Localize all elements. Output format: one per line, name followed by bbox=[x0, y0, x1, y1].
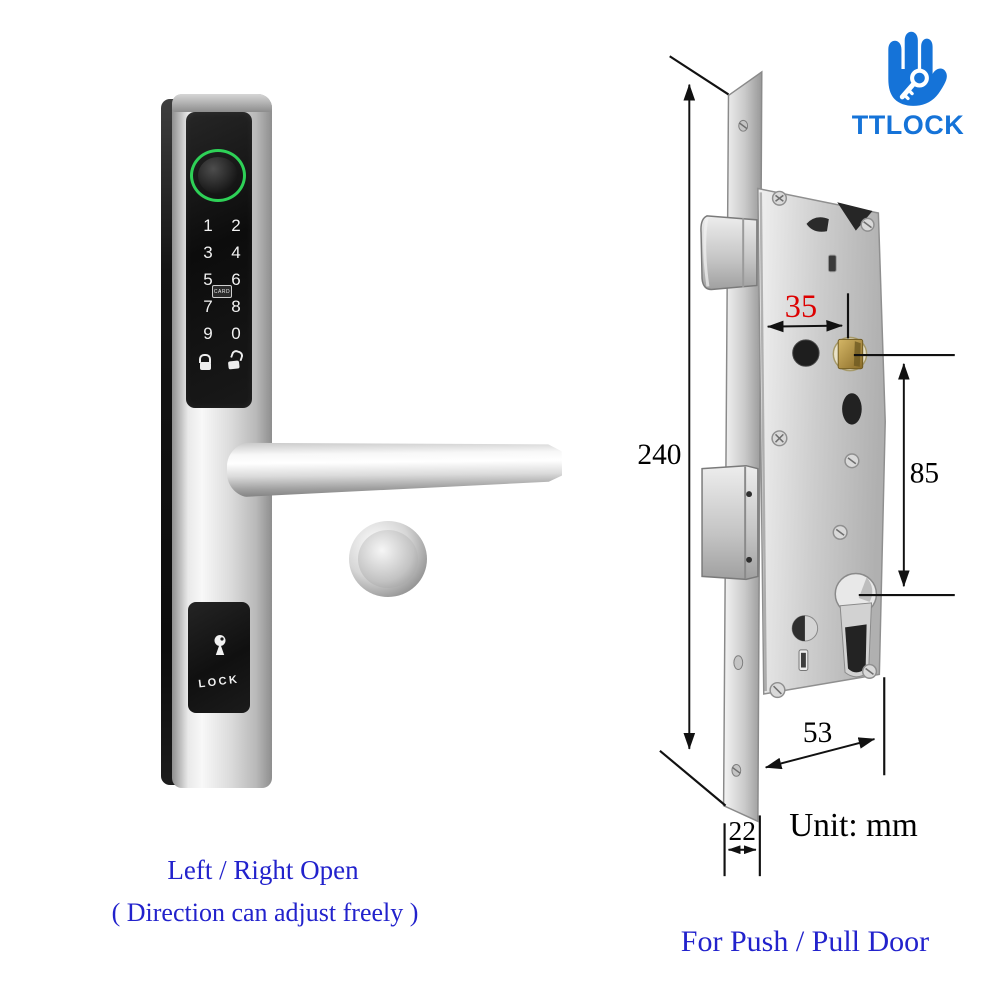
dim-total-height-label: 240 bbox=[637, 439, 681, 471]
key-2: 2 bbox=[231, 215, 241, 235]
keyhole-icon bbox=[214, 635, 226, 655]
key-1: 1 bbox=[203, 215, 213, 235]
touch-keypad-panel: 1 2 3 4 5 6 7 8 9 0 CARD bbox=[186, 112, 252, 408]
faceplate bbox=[722, 70, 763, 823]
caption-direction-adjust: ( Direction can adjust freely ) bbox=[111, 898, 419, 927]
smart-lock-product: 1 2 3 4 5 6 7 8 9 0 CARD bbox=[161, 94, 427, 788]
dim-faceplate-width-label: 22 bbox=[729, 816, 756, 846]
fixing-hole bbox=[792, 339, 820, 367]
dim-35-line bbox=[766, 320, 843, 333]
key-5: 5 bbox=[203, 269, 213, 289]
number-keypad: 1 2 3 4 5 6 7 8 9 0 bbox=[194, 212, 250, 348]
key-9: 9 bbox=[203, 324, 213, 344]
body-screws bbox=[769, 190, 878, 699]
unlocked-padlock-icon bbox=[225, 348, 245, 371]
brand-name: TTLOCK bbox=[851, 110, 965, 140]
key-cylinder-cover: LOCK bbox=[188, 602, 250, 713]
hand-key-icon bbox=[888, 31, 947, 106]
caption-door-type: For Push / Pull Door bbox=[680, 925, 930, 958]
rfid-card-icon: CARD bbox=[212, 285, 232, 298]
key-7: 7 bbox=[203, 297, 213, 317]
lock-top-cap bbox=[172, 94, 272, 112]
locked-padlock-icon bbox=[198, 354, 212, 372]
key-8: 8 bbox=[231, 297, 241, 317]
key-0: 0 bbox=[231, 324, 241, 344]
key-6: 6 bbox=[231, 269, 241, 289]
dim-backset-label: 35 bbox=[785, 288, 817, 324]
dim-body-depth-label: 53 bbox=[803, 717, 832, 749]
latch-bolt bbox=[700, 215, 758, 291]
fingerprint-sensor-icon bbox=[198, 157, 238, 194]
dim-53-line bbox=[764, 737, 876, 770]
lock-status-icons bbox=[186, 348, 252, 374]
guard-bolt bbox=[805, 216, 830, 233]
cylinder-hole bbox=[834, 572, 878, 678]
lock-cover-label: LOCK bbox=[197, 673, 241, 691]
unit-label: Unit: mm bbox=[789, 807, 918, 844]
lock-body bbox=[757, 187, 886, 699]
handle-hub bbox=[358, 530, 418, 588]
deadbolt bbox=[701, 464, 759, 581]
mortise-lock-diagram: 240 35 85 53 22 Unit: mm bbox=[637, 55, 955, 877]
dim-center-distance-label: 85 bbox=[910, 457, 939, 489]
caption-open-direction: Left / Right Open bbox=[167, 855, 359, 885]
door-handle-lever bbox=[227, 439, 563, 498]
key-3: 3 bbox=[203, 242, 213, 262]
key-4: 4 bbox=[231, 242, 241, 262]
fingerprint-ring bbox=[190, 149, 246, 202]
dimension-lines bbox=[659, 55, 955, 877]
body-top-notch bbox=[837, 202, 873, 231]
slot-hole bbox=[827, 254, 837, 273]
oval-hole bbox=[842, 393, 862, 425]
